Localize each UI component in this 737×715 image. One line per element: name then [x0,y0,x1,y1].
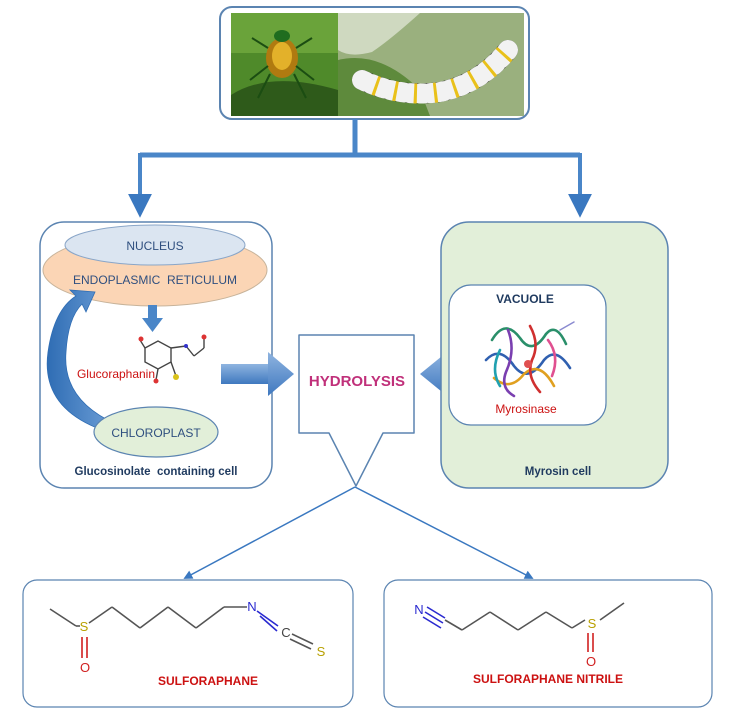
sulforaphane-s-atom: S [80,619,89,634]
glucosinolate-cell: NUCLEUS ENDOPLASMIC RETICULUM Glucorapha… [39,221,273,489]
glucoraphanin-structure [138,334,207,384]
myrosin-cell: VACUOLE Myrosinase Myrosin cell [440,221,669,489]
sulforaphane-s2-atom: S [317,644,326,659]
myrosin-cell-caption: Myrosin cell [525,466,591,478]
myrosinase-protein-structure [484,321,575,398]
sulforaphane-c-atom: C [281,625,290,640]
top-photo-box [219,6,530,120]
glucosinolate-cell-caption: Glucosinolate containing cell [75,466,238,478]
sulforaphane-structure [49,606,314,658]
vacuole-label: VACUOLE [496,292,554,306]
chloroplast-to-er-curved-arrow [46,289,117,433]
nitrile-o-atom: O [586,654,596,669]
hydrolysis-block: HYDROLYSIS [298,334,415,487]
sulforaphane-label: SULFORAPHANE [158,674,258,688]
myrosinase-label: Myrosinase [495,402,557,416]
branch-connector [128,119,592,218]
sulforaphane-box: S O N C S SULFORAPHANE [22,579,354,708]
product-arrows [183,486,534,579]
beetle-on-leaf-photo [231,13,338,116]
er-to-glucoraphanin-arrow [142,305,163,332]
sulforaphane-nitrile-label: SULFORAPHANE NITRILE [473,672,623,686]
monarch-caterpillar-photo [338,13,524,116]
left-to-hydrolysis-arrow [221,352,294,396]
sulforaphane-nitrile-box: N S O SULFORAPHANE NITRILE [383,579,713,708]
nitrile-s-atom: S [588,616,597,631]
sulforaphane-n-atom: N [247,599,256,614]
hydrolysis-label: HYDROLYSIS [309,373,405,390]
nucleus-label: NUCLEUS [126,239,183,253]
er-label: ENDOPLASMIC RETICULUM [73,273,237,287]
glucoraphanin-label: Glucoraphanin [77,367,155,381]
sulforaphane-nitrile-structure [422,602,625,652]
nitrile-n-atom: N [414,602,423,617]
sulforaphane-o-atom: O [80,660,90,675]
chloroplast-label: CHLOROPLAST [111,426,201,440]
